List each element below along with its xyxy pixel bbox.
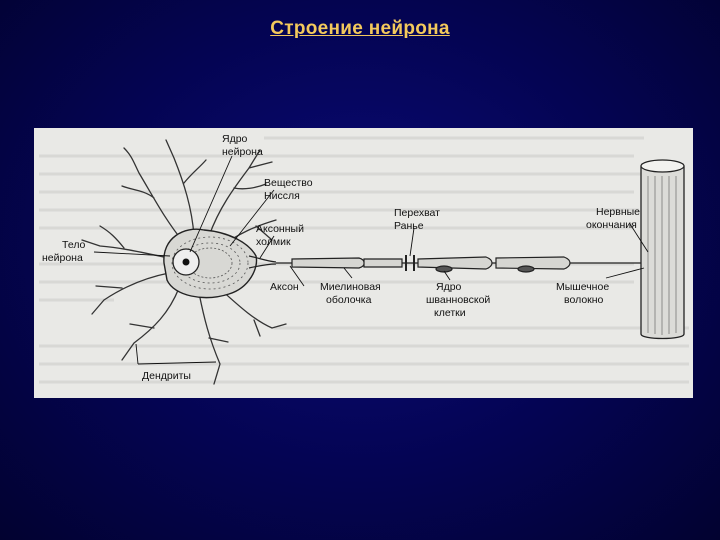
diagram-labels: Ядро нейрона Вещество Ниссля Перехват Ра… bbox=[42, 133, 640, 382]
neuron-illustration: Ядро нейрона Вещество Ниссля Перехват Ра… bbox=[39, 133, 689, 385]
label-nucleus-line2: нейрона bbox=[222, 146, 263, 158]
label-muscle-line1: Мышечное bbox=[556, 281, 609, 293]
label-myelin-line1: Миелиновая bbox=[320, 281, 381, 293]
label-axon-hillock-line2: холмик bbox=[256, 236, 291, 248]
leader-lines bbox=[93, 155, 649, 365]
label-cell-body-line1: Тело bbox=[62, 239, 86, 251]
label-nissl-line1: Вещество bbox=[264, 177, 313, 189]
label-myelin-line2: оболочка bbox=[326, 294, 372, 306]
label-axon: Аксон bbox=[270, 281, 299, 293]
label-nissl-line2: Ниссля bbox=[264, 190, 300, 202]
nucleolus-shape bbox=[182, 258, 190, 266]
label-cell-body-line2: нейрона bbox=[42, 252, 83, 264]
label-dendrites: Дендриты bbox=[142, 370, 191, 382]
label-schwann-line3: клетки bbox=[434, 307, 466, 319]
label-nerve-endings-line1: Нервные bbox=[596, 206, 640, 218]
axon-drawing bbox=[248, 255, 663, 273]
label-ranvier-line2: Ранье bbox=[394, 220, 424, 232]
label-ranvier-line1: Перехват bbox=[394, 207, 440, 219]
schwann-nucleus-shape bbox=[435, 265, 453, 273]
muscle-fiber-drawing bbox=[640, 159, 685, 340]
label-muscle-line2: волокно bbox=[564, 294, 604, 306]
label-axon-hillock-line1: Аксонный bbox=[256, 223, 304, 235]
label-nerve-endings-line2: окончания bbox=[586, 219, 637, 231]
neuron-diagram: Ядро нейрона Вещество Ниссля Перехват Ра… bbox=[34, 128, 693, 398]
cell-body-drawing bbox=[163, 228, 258, 299]
dendrites-drawing bbox=[81, 139, 287, 385]
label-schwann-line2: шванновской bbox=[426, 294, 490, 306]
label-nucleus-line1: Ядро bbox=[222, 133, 248, 145]
label-schwann-line1: Ядро bbox=[436, 281, 462, 293]
slide-title: Строение нейрона bbox=[270, 18, 450, 39]
